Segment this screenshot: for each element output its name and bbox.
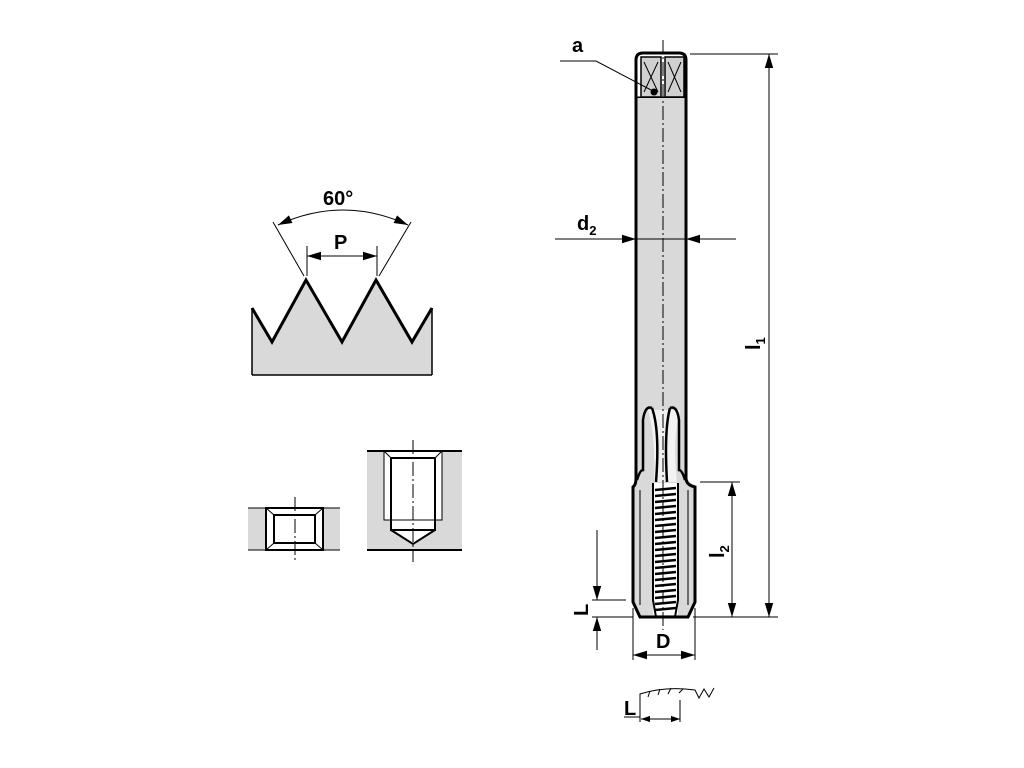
shank-diameter-label: d2 [577,213,596,238]
thread-stripe [654,492,677,498]
thread-stripe [654,516,677,522]
thread-stripe [654,570,677,576]
thread-stripe [654,582,677,588]
thread-stripe [654,564,677,570]
thread-stripe [654,600,677,606]
thread-stripe [654,540,677,546]
tap-drawing [631,40,697,630]
thread-stripe [654,528,677,534]
chamfer-label: L [571,604,593,616]
detail-chamfer-label: L [624,698,636,720]
thread-stripe [654,552,677,558]
angle-label: 60° [323,188,353,210]
through-hole-section [248,497,340,561]
angle-arc [277,209,409,226]
thread-stripe [654,486,677,492]
thread-stripe [654,510,677,516]
thread-stripe [654,588,677,594]
thread-length-label: l2 [707,545,732,558]
thread-profile: 60° P [250,188,434,376]
diameter-label: D [656,631,670,653]
thread-stripe [654,504,677,510]
thread-stripe [654,558,677,564]
chamfer-detail: L [624,687,715,723]
pitch-label: P [334,232,347,254]
square-label: a [572,35,584,57]
thread-stripe [654,576,677,582]
thread-stripe [654,594,677,600]
thread-stripe [654,522,677,528]
thread-stripe [654,606,677,612]
thread-stripe [654,498,677,504]
total-length-label: l1 [743,337,768,350]
dimensions: a d2 l1 l2 L D L [555,35,778,723]
thread-stripe [654,534,677,540]
blind-hole-section [367,440,462,562]
thread-stripe [654,546,677,552]
